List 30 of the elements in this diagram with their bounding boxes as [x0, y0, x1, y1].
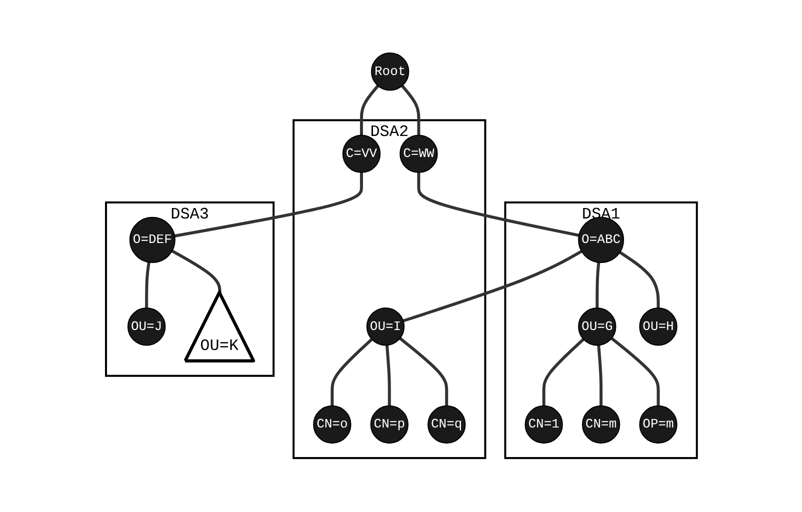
connector — [416, 172, 579, 238]
connector — [610, 338, 660, 406]
node-circle: OU=H — [638, 308, 677, 346]
node-circle: OP=m — [638, 406, 677, 444]
connector — [595, 262, 600, 308]
connector — [398, 338, 448, 406]
connector — [144, 262, 150, 308]
node-circle: Root — [370, 52, 409, 92]
node-circle: O=DEF — [128, 217, 175, 264]
node-circle: C=VV — [342, 135, 380, 174]
node-circle: O=ABC — [578, 217, 624, 264]
connector — [596, 346, 602, 406]
connector — [170, 250, 221, 294]
node-circle: OU=J — [127, 308, 166, 346]
node-circle: CN=m — [582, 406, 620, 444]
node-circle: CN=q — [427, 406, 466, 444]
node-circle: CN=p — [370, 406, 408, 444]
connector — [174, 172, 363, 238]
node-circle: OU=G — [578, 308, 616, 346]
node-circle: C=WW — [399, 135, 438, 174]
connector — [402, 250, 582, 323]
connector — [618, 251, 660, 308]
node-circle: OU=I — [366, 308, 404, 346]
connector — [385, 346, 390, 406]
connector — [400, 85, 420, 136]
connector — [542, 338, 584, 406]
node-circle: CN=1 — [524, 406, 562, 444]
node-circle: CN=o — [312, 406, 351, 444]
connector — [360, 85, 379, 136]
connector — [330, 338, 372, 406]
